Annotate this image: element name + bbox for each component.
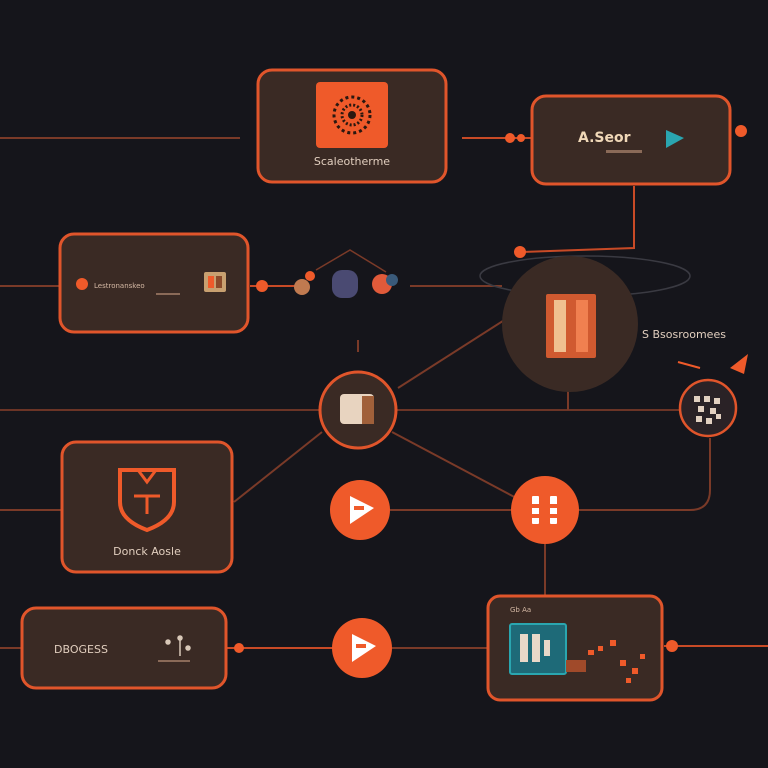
pin-icon-accent xyxy=(305,271,315,281)
hash-node[interactable] xyxy=(511,476,579,544)
monitor-base xyxy=(566,660,586,672)
flag-icon xyxy=(666,130,684,148)
connector-dot xyxy=(517,134,525,142)
junction-node[interactable] xyxy=(318,370,398,450)
chip-icon xyxy=(76,278,88,290)
node-label-bottom-left: DBOGESS xyxy=(54,643,108,656)
connector-center-to-shield xyxy=(233,431,323,503)
shield-icon-mark xyxy=(134,494,160,514)
play-button-lower[interactable] xyxy=(332,618,392,678)
node-label-top-center: Scaleotherme xyxy=(314,155,390,168)
connector-dot xyxy=(256,280,268,292)
node-card-top-right[interactable]: A.Seor xyxy=(530,94,732,186)
node-sublabel-bar xyxy=(156,293,180,295)
pointer-arrow-icon xyxy=(730,354,748,374)
monitor-icon-glyph xyxy=(520,634,550,662)
connector-dots xyxy=(234,125,748,653)
document-icon-page xyxy=(554,300,566,352)
gear-cluster-glyph xyxy=(332,95,372,135)
hash-icon xyxy=(528,496,562,524)
connector-dot xyxy=(505,133,515,143)
connector-center-to-hub xyxy=(397,309,521,389)
connector-dot xyxy=(735,125,747,137)
play-button-upper[interactable] xyxy=(330,480,390,540)
pointer-tick xyxy=(677,361,701,369)
node-sublabel-bar xyxy=(606,150,642,153)
node-label-top-right: A.Seor xyxy=(578,130,631,146)
qr-node[interactable] xyxy=(678,378,738,438)
connector-dot xyxy=(514,246,526,258)
shield-icon-top xyxy=(136,469,158,485)
document-icon-page xyxy=(576,300,588,352)
node-card-top-center[interactable]: Scaleotherme xyxy=(256,68,448,184)
node-card-bottom-left[interactable]: DBOGESS xyxy=(20,606,228,690)
node-label-shield: Donck Aosle xyxy=(113,545,181,558)
connector-top-right-down xyxy=(521,186,635,253)
connector-dot xyxy=(234,643,244,653)
node-label-mid-left: Lestronanskeo xyxy=(94,282,145,290)
card-badge-icon xyxy=(204,272,226,292)
node-sublabel-bar xyxy=(158,660,190,662)
hub-node[interactable] xyxy=(502,256,638,392)
node-card-bottom-right[interactable]: Gb Aa xyxy=(486,594,664,702)
card-badge-inner xyxy=(216,276,222,288)
pin-icon xyxy=(294,279,310,295)
cloud-icon-accent xyxy=(386,274,398,286)
card-badge-inner xyxy=(208,276,214,288)
node-label-bottom-right: Gb Aa xyxy=(510,606,531,614)
connector-hash-to-qr xyxy=(578,438,711,511)
node-label-hub: S Bsosroomees xyxy=(642,328,726,341)
connector-center-to-hash xyxy=(391,431,521,501)
connector-dot xyxy=(666,640,678,652)
shield-icon xyxy=(118,468,176,533)
node-branch-icon xyxy=(165,635,191,656)
box-icon-side xyxy=(362,396,374,424)
scatter-dots-icon xyxy=(588,640,645,683)
bell-icon xyxy=(332,270,358,298)
document-icon xyxy=(546,294,596,358)
wedge-outline xyxy=(315,249,387,273)
qr-icon xyxy=(694,396,721,424)
node-card-mid-left[interactable]: Lestronanskeo xyxy=(58,232,250,334)
floating-icon-group xyxy=(294,249,398,298)
node-card-shield[interactable]: Donck Aosle xyxy=(60,440,234,574)
